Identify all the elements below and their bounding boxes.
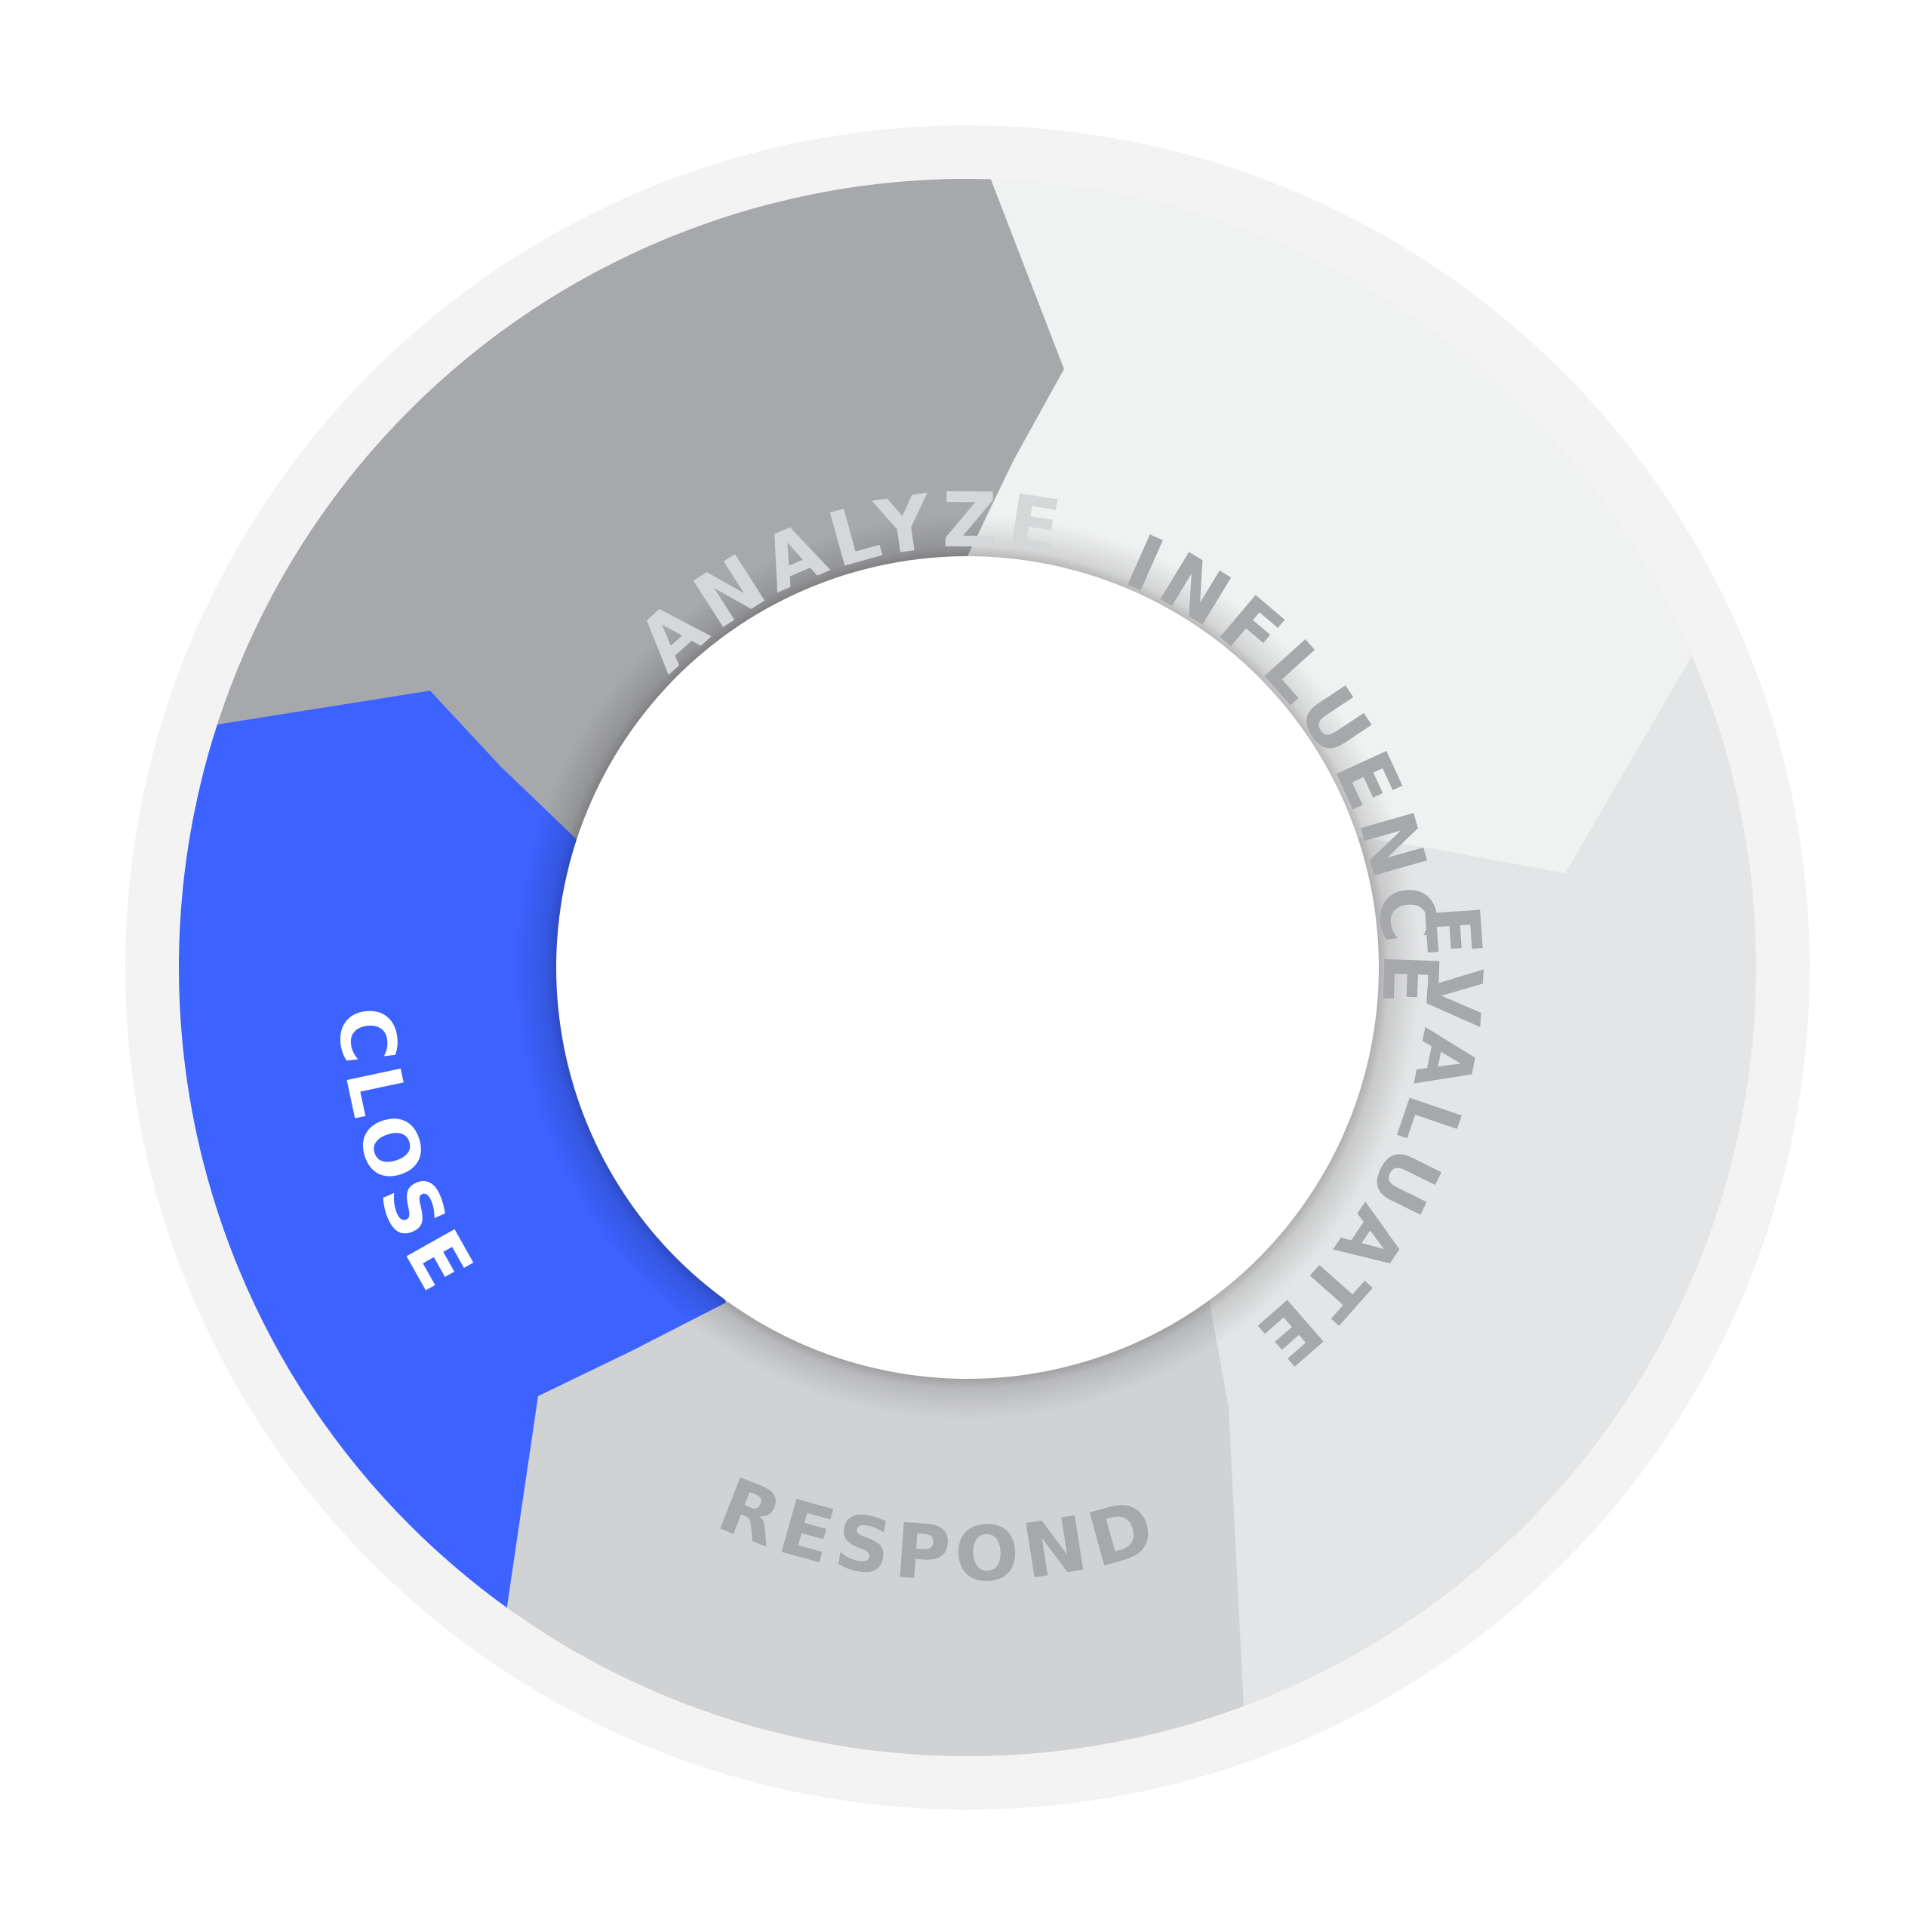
center-hub [556,556,1379,1379]
